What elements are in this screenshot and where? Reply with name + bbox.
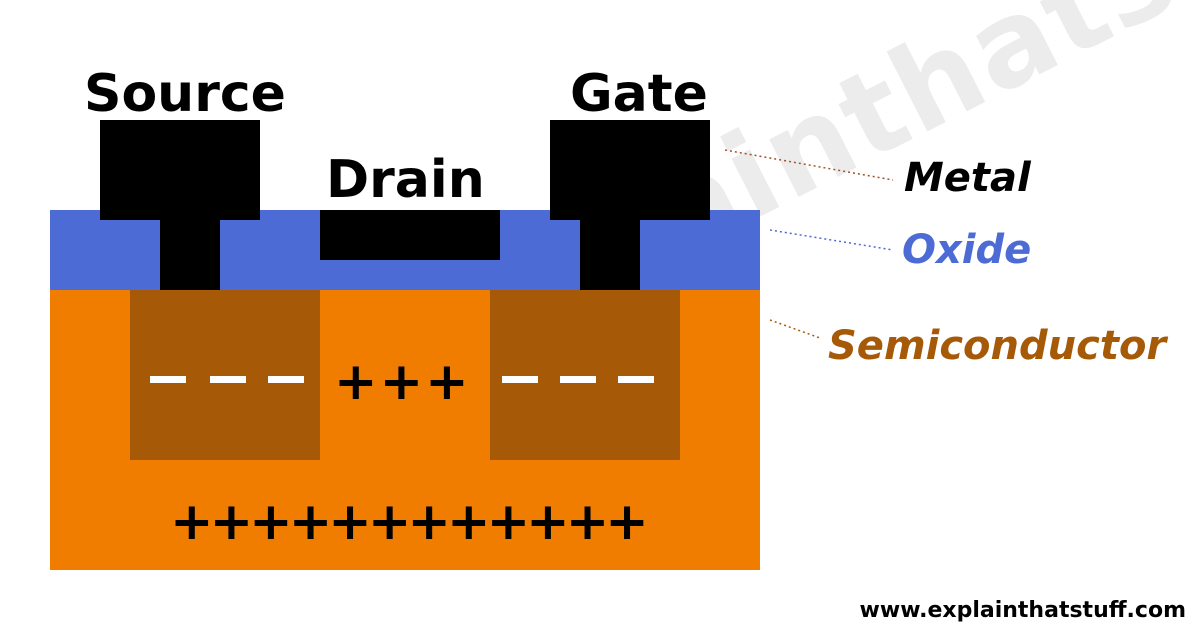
negative-charge <box>150 376 186 383</box>
source-metal-cap <box>100 120 260 220</box>
legend-metal: Metal <box>904 155 1031 201</box>
gate-metal-stem <box>580 218 640 290</box>
drain-label: Drain <box>326 150 485 210</box>
negative-charge <box>560 376 596 383</box>
gate-label: Gate <box>570 64 708 124</box>
semiconductor-leader-line <box>769 319 821 339</box>
drain-metal <box>320 210 500 260</box>
negative-charge <box>268 376 304 383</box>
site-url: www.explainthatstuff.com <box>859 598 1186 623</box>
substrate-positive-charges: ++++++++++++ <box>170 492 649 552</box>
metal-leader-line <box>724 149 894 181</box>
negative-charge <box>210 376 246 383</box>
source-label: Source <box>84 64 286 124</box>
gate-doped-region <box>490 290 680 460</box>
legend-oxide: Oxide <box>902 227 1032 273</box>
source-metal-stem <box>160 218 220 290</box>
negative-charge <box>618 376 654 383</box>
channel-positive-charges: +++ <box>334 352 471 412</box>
legend-semiconductor: Semiconductor <box>828 323 1167 369</box>
oxide-leader-line <box>769 229 894 251</box>
gate-metal-cap <box>550 120 710 220</box>
source-doped-region <box>130 290 320 460</box>
negative-charge <box>502 376 538 383</box>
